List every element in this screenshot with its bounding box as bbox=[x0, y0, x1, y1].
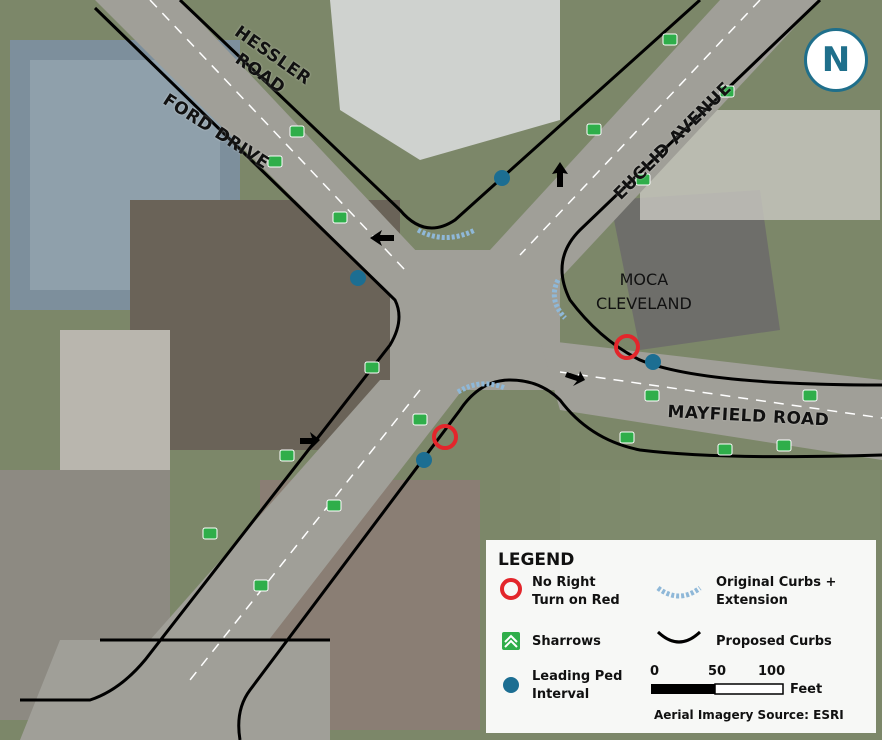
leading-ped-interval-markers bbox=[350, 170, 661, 468]
building-roof-2 bbox=[60, 330, 170, 490]
north-arrow-icon: N bbox=[804, 28, 868, 92]
no-right-turn-markers bbox=[432, 334, 640, 450]
moca-label-line1: MOCA bbox=[619, 270, 669, 289]
legend-leading-ped: Leading Ped Interval bbox=[532, 669, 623, 702]
lane-markings bbox=[149, 0, 882, 681]
proposed-curbs bbox=[20, 0, 882, 740]
legend-proposed-curbs: Proposed Curbs bbox=[716, 634, 832, 649]
leading-ped-icon bbox=[503, 677, 519, 693]
north-letter: N bbox=[821, 40, 851, 80]
sharrows bbox=[202, 33, 818, 592]
original-curb-extensions bbox=[416, 227, 567, 395]
original-curb-icon bbox=[656, 585, 702, 599]
moca-label-line2: CLEVELAND bbox=[596, 294, 692, 313]
moca-building bbox=[610, 190, 780, 350]
scale-bar bbox=[651, 683, 784, 695]
proposed-curb-icon bbox=[656, 630, 702, 644]
legend-no-right-turn: No Right Turn on Red bbox=[532, 575, 620, 608]
sharrow-icon bbox=[502, 632, 520, 650]
legend-sharrows: Sharrows bbox=[532, 634, 601, 649]
legend-original-curbs: Original Curbs + Extension bbox=[716, 575, 837, 608]
scale-unit: Feet bbox=[790, 682, 823, 697]
scale-tick-0: 0 bbox=[650, 664, 660, 679]
scale-tick-50: 50 bbox=[708, 664, 727, 679]
imagery-source: Aerial Imagery Source: ESRI bbox=[654, 708, 844, 722]
legend-panel: LEGEND No Right Turn on Red Sharrows Lea… bbox=[486, 540, 876, 733]
road-surfaces bbox=[20, 0, 882, 740]
lane-arrows bbox=[300, 162, 585, 450]
moca-cleveland-label: MOCA CLEVELAND bbox=[596, 268, 692, 316]
building-curved bbox=[330, 0, 560, 160]
legend-title: LEGEND bbox=[498, 550, 575, 570]
scale-tick-100: 100 bbox=[758, 664, 786, 679]
no-right-turn-icon bbox=[500, 578, 522, 600]
